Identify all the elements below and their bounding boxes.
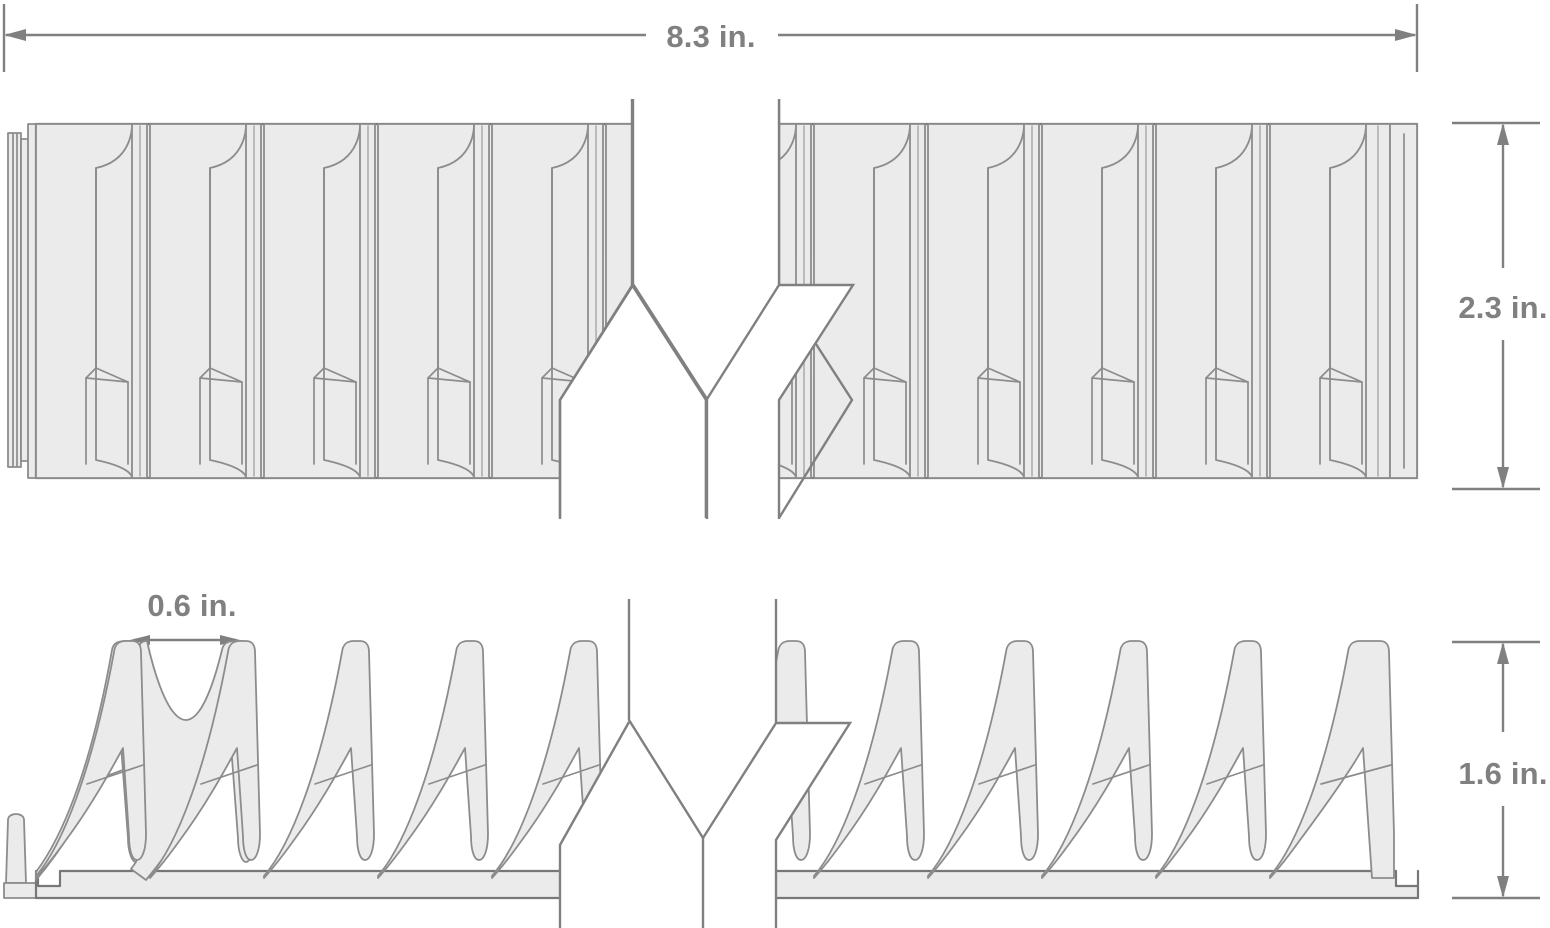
arrow-head-right bbox=[220, 635, 240, 645]
break-symbol-top-view-outline bbox=[558, 99, 856, 519]
side-view-tooth-group bbox=[35, 640, 628, 879]
overall-length-label: 8.3 in. bbox=[666, 19, 755, 54]
side-view-tooth bbox=[149, 640, 261, 879]
dimension-overall-length: 8.3 in. bbox=[2, 4, 1419, 72]
top-view-right-half bbox=[706, 122, 1419, 480]
side-view-tooth bbox=[1155, 640, 1267, 879]
tooth-pitch-label: 0.6 in. bbox=[147, 588, 236, 623]
side-view-tooth bbox=[491, 640, 603, 879]
arrow-head-left bbox=[4, 29, 26, 41]
top-view-rib bbox=[1269, 123, 1418, 479]
dimension-overall-width: 2.3 in. bbox=[1452, 121, 1547, 491]
overall-width-label: 2.3 in. bbox=[1458, 290, 1547, 325]
top-view-rib bbox=[813, 123, 926, 479]
side-view-base bbox=[34, 869, 628, 900]
side-view-base bbox=[706, 869, 1420, 900]
side-view-tooth bbox=[927, 640, 1039, 879]
top-view-rib bbox=[149, 123, 262, 479]
top-view-rib bbox=[263, 123, 376, 479]
side-view-tooth bbox=[1041, 640, 1153, 879]
arrow-head-right bbox=[1395, 29, 1417, 41]
overall-height-label: 1.6 in. bbox=[1458, 756, 1547, 791]
side-view-base-lip bbox=[3, 882, 37, 899]
top-view-rib-group bbox=[706, 123, 1418, 479]
top-view-rib bbox=[377, 123, 490, 479]
top-view-rib bbox=[35, 123, 148, 479]
arrow-head-bottom bbox=[1497, 876, 1509, 898]
break-mask bbox=[633, 99, 853, 519]
side-view-tooth bbox=[35, 640, 147, 879]
arrow-head-top bbox=[1497, 642, 1509, 664]
top-view-rib bbox=[927, 123, 1040, 479]
top-view-left-half bbox=[7, 122, 632, 480]
arrow-head-top bbox=[1497, 123, 1509, 145]
side-view-tooth bbox=[263, 640, 375, 879]
top-view-rib-group bbox=[35, 123, 632, 479]
side-view-end-stub bbox=[5, 813, 27, 884]
arrow-head-bottom bbox=[1497, 467, 1509, 489]
side-view-tooth bbox=[377, 640, 489, 879]
side-view-tooth bbox=[1269, 640, 1395, 879]
dimension-overall-height: 1.6 in. bbox=[1452, 640, 1547, 900]
dimension-tooth-pitch: 0.6 in. bbox=[130, 588, 240, 645]
break-mask bbox=[629, 599, 850, 928]
side-view-left-half bbox=[3, 640, 628, 900]
side-view bbox=[3, 599, 1420, 928]
top-view bbox=[7, 99, 1419, 519]
top-view-rib bbox=[1041, 123, 1154, 479]
break-symbol-side-view bbox=[558, 599, 853, 928]
top-view-rib bbox=[1155, 123, 1268, 479]
side-view-tooth bbox=[813, 640, 925, 879]
